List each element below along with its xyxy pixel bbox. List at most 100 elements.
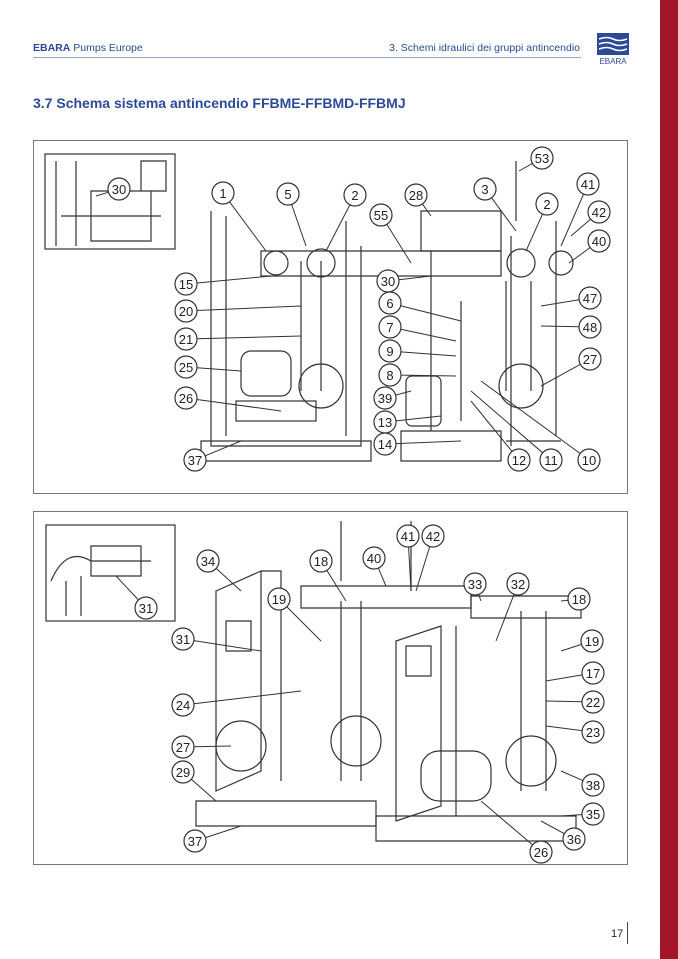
ebara-logo: EBARA bbox=[597, 33, 629, 65]
callout-number: 25 bbox=[179, 360, 193, 375]
callout: 40 bbox=[568, 229, 611, 264]
inset-frame bbox=[45, 524, 176, 622]
callout: 33 bbox=[463, 572, 487, 602]
callout-circle bbox=[171, 760, 195, 784]
callout-leader bbox=[540, 299, 580, 307]
callout-number: 42 bbox=[592, 205, 606, 220]
callout-circle bbox=[362, 546, 386, 570]
callout: 5 bbox=[276, 182, 307, 247]
callout-circle bbox=[578, 347, 602, 371]
callout-number: 26 bbox=[534, 845, 548, 860]
callout-circle bbox=[581, 720, 605, 744]
callout-circle bbox=[183, 448, 207, 472]
callout-number: 29 bbox=[176, 765, 190, 780]
callout: 17 bbox=[545, 661, 605, 685]
callout: 42 bbox=[415, 524, 445, 592]
callout-circle bbox=[463, 572, 487, 596]
callout-number: 12 bbox=[512, 453, 526, 468]
callout-number: 39 bbox=[378, 391, 392, 406]
callout: 18 bbox=[560, 587, 591, 611]
callout-circle bbox=[107, 177, 131, 201]
callout-leader bbox=[470, 400, 513, 452]
callout-leader bbox=[205, 825, 242, 839]
callout: 22 bbox=[545, 690, 605, 714]
callout-circle bbox=[567, 587, 591, 611]
callout-leader bbox=[570, 218, 591, 237]
callout: 26 bbox=[480, 800, 553, 864]
callout-leader bbox=[190, 778, 217, 802]
callout-circle bbox=[378, 291, 402, 315]
callout-leader bbox=[560, 770, 584, 782]
callout-leader bbox=[196, 335, 302, 340]
callout-number: 6 bbox=[386, 296, 393, 311]
callout-circle bbox=[183, 829, 207, 853]
callout-number: 31 bbox=[139, 601, 153, 616]
callout-circle bbox=[530, 146, 554, 170]
callout-leader bbox=[560, 599, 569, 602]
callout-circle bbox=[581, 690, 605, 714]
callout-leader bbox=[193, 640, 262, 652]
callout-leader bbox=[480, 380, 581, 454]
callout-circle bbox=[373, 386, 397, 410]
callout: 3 bbox=[473, 177, 517, 232]
callout: 42 bbox=[570, 200, 611, 237]
callout: 47 bbox=[540, 286, 602, 310]
callout: 30 bbox=[376, 269, 432, 293]
callout-circle bbox=[581, 802, 605, 826]
callout-circle bbox=[369, 203, 393, 227]
callout: 48 bbox=[540, 315, 602, 339]
callout: 31 bbox=[171, 627, 262, 652]
callout: 1 bbox=[211, 181, 267, 252]
callout-leader bbox=[408, 546, 412, 592]
callout-number: 2 bbox=[351, 188, 358, 203]
callout-circle bbox=[539, 448, 563, 472]
callout-circle bbox=[473, 177, 497, 201]
callout-circle bbox=[134, 596, 158, 620]
callout-leader bbox=[421, 203, 432, 217]
callout-circle bbox=[587, 200, 611, 224]
callout-circle bbox=[267, 587, 291, 611]
callout: 27 bbox=[540, 347, 602, 387]
callout-leader bbox=[395, 440, 462, 445]
callout-circle bbox=[211, 181, 235, 205]
callout-number: 37 bbox=[188, 453, 202, 468]
callout-circle bbox=[578, 286, 602, 310]
page-title: 3.7 Schema sistema antincendio FFBME-FFB… bbox=[33, 95, 406, 111]
callout: 55 bbox=[369, 203, 412, 264]
callout-circle bbox=[421, 524, 445, 548]
callout-number: 37 bbox=[188, 834, 202, 849]
callout: 11 bbox=[470, 390, 563, 472]
header-section: 3. Schemi idraulici dei gruppi antincend… bbox=[389, 42, 580, 54]
callout-number: 7 bbox=[386, 320, 393, 335]
callout-number: 35 bbox=[586, 807, 600, 822]
callout-number: 53 bbox=[535, 151, 549, 166]
callout-number: 24 bbox=[176, 698, 190, 713]
callout-number: 14 bbox=[378, 437, 392, 452]
callout-number: 13 bbox=[378, 415, 392, 430]
callout-number: 19 bbox=[272, 592, 286, 607]
callout: 29 bbox=[171, 760, 217, 802]
callout-leader bbox=[470, 390, 543, 454]
callout-leader bbox=[545, 674, 583, 682]
callout: 19 bbox=[267, 587, 322, 642]
callout-leader bbox=[196, 305, 302, 312]
callout-circle bbox=[535, 192, 559, 216]
callout: 12 bbox=[470, 400, 531, 472]
callout-number: 40 bbox=[592, 234, 606, 249]
callout-circle bbox=[171, 735, 195, 759]
callout-circle bbox=[174, 355, 198, 379]
callout-number: 42 bbox=[426, 529, 440, 544]
callout-number: 30 bbox=[381, 274, 395, 289]
callout: 36 bbox=[540, 820, 586, 851]
callout-circle bbox=[396, 524, 420, 548]
page-number: 17 bbox=[611, 928, 624, 940]
callout: 2 bbox=[525, 192, 559, 252]
callout-leader bbox=[400, 351, 457, 357]
callout-number: 5 bbox=[284, 187, 291, 202]
callout-leader bbox=[95, 191, 109, 197]
callout-number: 31 bbox=[176, 632, 190, 647]
callout-number: 30 bbox=[112, 182, 126, 197]
callout: 14 bbox=[373, 432, 462, 456]
callout-number: 18 bbox=[314, 554, 328, 569]
callout-leader bbox=[395, 415, 442, 422]
